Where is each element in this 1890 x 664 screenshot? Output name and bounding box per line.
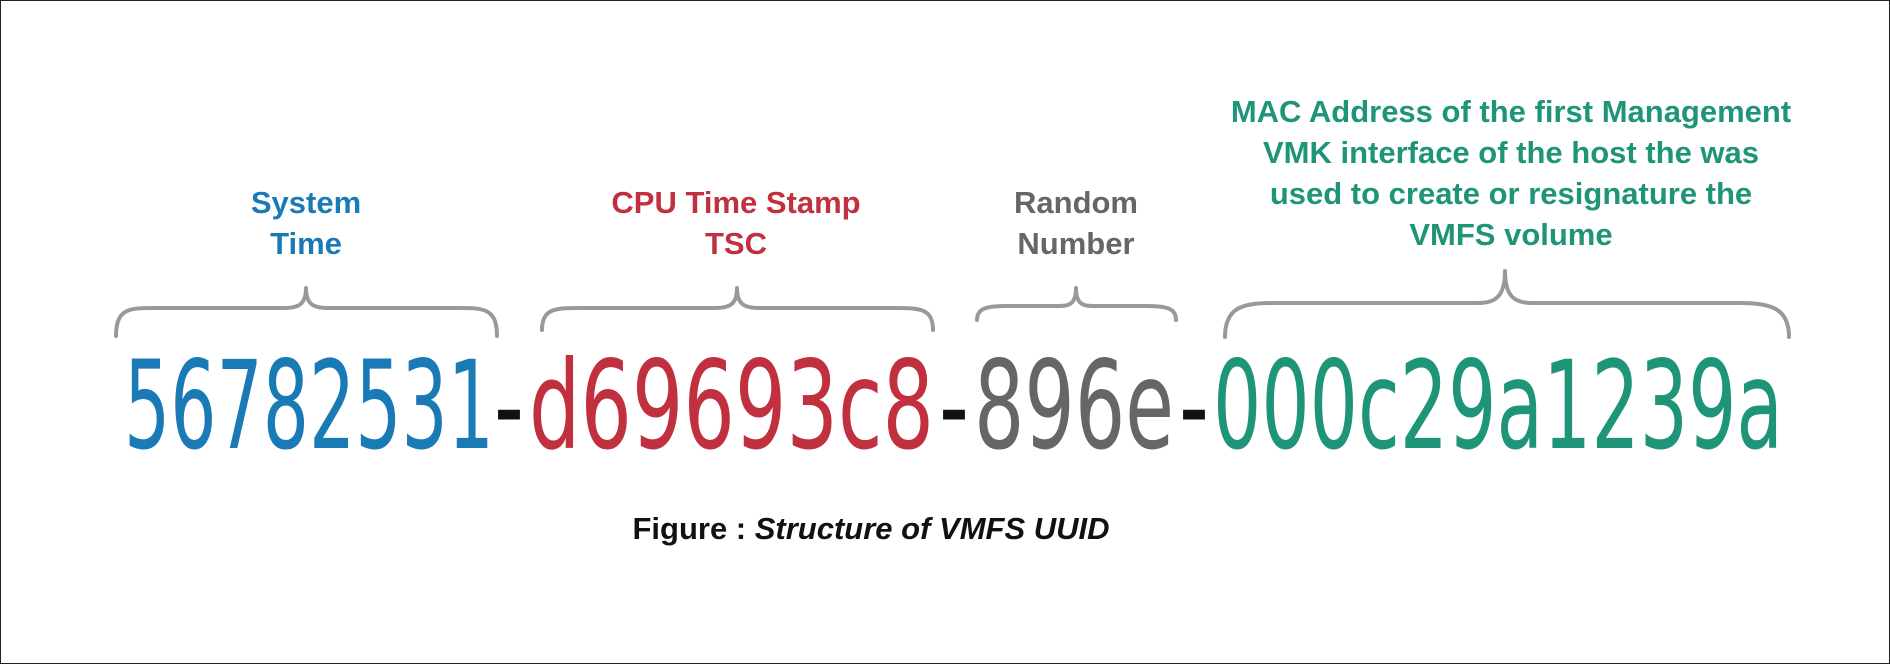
caption-prefix: Figure : — [632, 511, 755, 546]
figure-caption: Figure : Structure of VMFS UUID — [1, 511, 1741, 547]
brace-mac-address — [1223, 269, 1791, 339]
brace-system-time — [114, 286, 499, 338]
uuid-separator-1: - — [494, 335, 524, 477]
label-system-time: System Time — [250, 185, 362, 261]
brace-cpu-time-stamp — [540, 286, 935, 332]
brace-random-number — [975, 286, 1178, 322]
label-random-number: Random Number — [1014, 185, 1138, 261]
caption-title: Structure of VMFS UUID — [754, 511, 1110, 546]
label-cpu-time-stamp: CPU Time Stamp TSC — [611, 185, 861, 261]
uuid-random-number: 896e — [974, 335, 1174, 477]
uuid-mac-address: 000c29a1239a — [1213, 335, 1783, 477]
uuid-cpu-time-stamp: d69693c8 — [529, 335, 934, 477]
uuid-separator-2: - — [939, 335, 969, 477]
uuid-string: 56782531 - d69693c8 - 896e - 000c29a1239… — [1, 335, 1890, 477]
label-mac-address: MAC Address of the first Management VMK … — [1230, 94, 1792, 252]
uuid-system-time: 56782531 — [124, 335, 494, 477]
uuid-separator-3: - — [1179, 335, 1209, 477]
